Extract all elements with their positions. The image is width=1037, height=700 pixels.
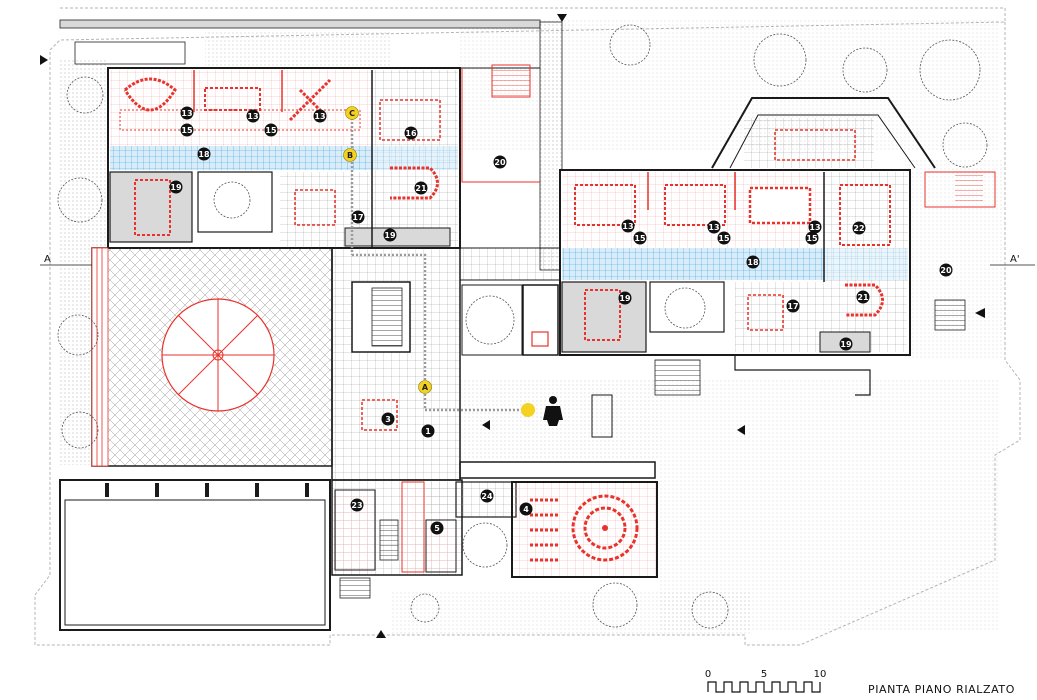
room-number-marker: 17: [786, 299, 800, 313]
room-number-marker: 13: [313, 109, 327, 123]
svg-text:20: 20: [940, 266, 952, 275]
trees: [57, 24, 988, 629]
svg-text:15: 15: [181, 126, 193, 135]
central-hall: [331, 110, 571, 481]
section-label-left: A: [44, 254, 51, 265]
room-number-marker: 21: [856, 290, 870, 304]
svg-text:15: 15: [265, 126, 277, 135]
scale-label-10: 10: [814, 669, 827, 680]
svg-text:24: 24: [481, 492, 493, 501]
person-icon: [543, 396, 563, 426]
room-number-marker: 15: [805, 231, 819, 245]
room-number-marker: 4: [519, 502, 533, 516]
courtyard-west: [91, 247, 333, 467]
room-number-marker: 18: [746, 255, 760, 269]
svg-text:21: 21: [857, 293, 869, 302]
room-number-marker: 15: [264, 123, 278, 137]
stair-north: [461, 64, 540, 183]
svg-text:20: 20: [494, 158, 506, 167]
svg-text:18: 18: [747, 258, 759, 267]
scale-bar: 0 5 10: [705, 669, 827, 693]
route-markers: A B C: [343, 106, 432, 394]
room-number-marker: 20: [939, 263, 953, 277]
section-line: A A': [40, 254, 1035, 266]
scale-label-5: 5: [761, 669, 767, 680]
section-label-right: A': [1010, 254, 1020, 265]
room-number-marker: 1: [421, 424, 435, 438]
svg-text:C: C: [349, 109, 355, 118]
room-number-marker: 3: [381, 412, 395, 426]
svg-text:19: 19: [384, 231, 396, 240]
room-number-marker: 20: [493, 155, 507, 169]
room-number-marker: 15: [633, 231, 647, 245]
room-number-marker: 18: [197, 147, 211, 161]
block-northwest: [107, 67, 540, 249]
entrance-arrow-icon: [40, 55, 48, 65]
room-number-marker: 24: [480, 489, 494, 503]
room-number-marker: 13: [621, 219, 635, 233]
svg-text:13: 13: [181, 109, 192, 118]
entrance-arrows: [40, 14, 985, 638]
svg-text:13: 13: [809, 223, 820, 232]
svg-text:A: A: [422, 383, 429, 392]
room-number-marker: 13: [180, 106, 194, 120]
route-point-c: C: [345, 106, 359, 120]
room-number-marker: 19: [383, 228, 397, 242]
entrance-arrow-icon: [557, 14, 567, 22]
room-number-marker: 13: [707, 220, 721, 234]
room-number-marker: 15: [180, 123, 194, 137]
svg-text:15: 15: [718, 234, 730, 243]
svg-text:3: 3: [385, 415, 391, 424]
svg-text:13: 13: [314, 112, 325, 121]
room-number-marker: 21: [414, 181, 428, 195]
svg-text:17: 17: [352, 213, 363, 222]
route-point-b: B: [343, 148, 357, 162]
room-number-marker: 22: [852, 221, 866, 235]
room-number-marker: 13: [808, 220, 822, 234]
entrance-arrow-icon: [737, 425, 745, 435]
scale-label-0: 0: [705, 669, 711, 680]
svg-text:13: 13: [622, 222, 633, 231]
room-number-marker: 13: [246, 109, 260, 123]
svg-text:16: 16: [405, 129, 417, 138]
svg-text:17: 17: [787, 302, 798, 311]
block-southwest: [59, 479, 331, 631]
room-number-marker: 5: [430, 521, 444, 535]
svg-text:13: 13: [247, 112, 258, 121]
room-number-marker: 16: [404, 126, 418, 140]
svg-text:23: 23: [351, 501, 362, 510]
room-number-marker: 19: [618, 291, 632, 305]
svg-text:19: 19: [840, 340, 852, 349]
svg-text:1: 1: [425, 427, 431, 436]
route-start-marker: [521, 403, 535, 417]
room-number-marker: 19: [169, 180, 183, 194]
svg-text:19: 19: [170, 183, 182, 192]
plan-title: PIANTA PIANO RIALZATO: [867, 683, 1015, 696]
room-number-marker: 17: [351, 210, 365, 224]
svg-text:5: 5: [434, 524, 440, 533]
svg-text:4: 4: [523, 505, 529, 514]
entrance-arrow-icon: [376, 630, 386, 638]
room-number-marker: 15: [717, 231, 731, 245]
svg-text:B: B: [347, 151, 353, 160]
svg-text:15: 15: [634, 234, 646, 243]
block-east: [559, 97, 996, 396]
svg-text:18: 18: [198, 150, 210, 159]
svg-text:21: 21: [415, 184, 427, 193]
svg-text:15: 15: [806, 234, 818, 243]
block-south: [331, 461, 658, 599]
entrance-arrow-icon: [975, 308, 985, 318]
room-number-marker: 19: [839, 337, 853, 351]
entrance-arrow-icon: [482, 420, 490, 430]
north-edge: [59, 19, 563, 271]
route-point-a: A: [418, 380, 432, 394]
svg-text:19: 19: [619, 294, 631, 303]
svg-text:13: 13: [708, 223, 719, 232]
site-boundary: [34, 7, 1021, 646]
svg-text:22: 22: [853, 224, 864, 233]
room-number-marker: 23: [350, 498, 364, 512]
